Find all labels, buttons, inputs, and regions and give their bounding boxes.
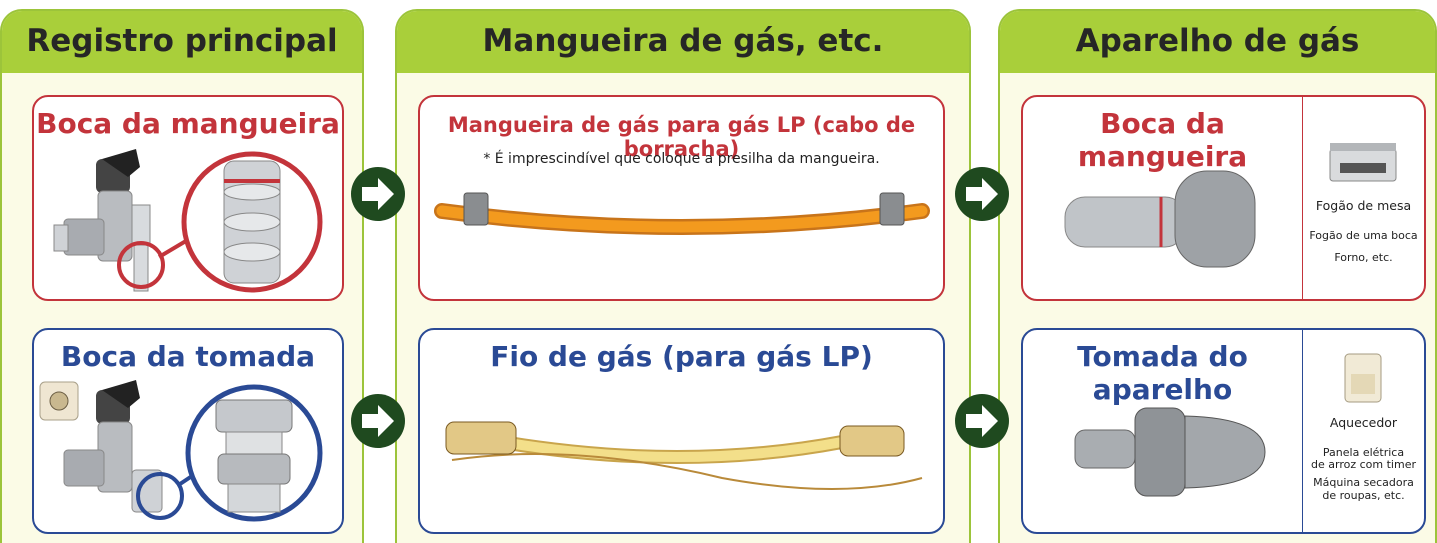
- valve-plug-outlet-image: [39, 380, 323, 522]
- presilha-note: * É imprescindível que coloque a presilh…: [483, 151, 880, 167]
- card-title: Boca da mangueira: [36, 107, 340, 140]
- appliance-plug-image: [1074, 407, 1266, 497]
- card-mangueira-lp: Mangueira de gás para gás LP (cabo de bo…: [418, 95, 945, 301]
- appliance-line: de arroz com timer: [1311, 458, 1416, 471]
- card-fio-de-gas: Fio de gás (para gás LP): [418, 328, 945, 534]
- table-stove-icon: [1329, 143, 1397, 182]
- column-header: Aparelho de gás: [1000, 11, 1435, 73]
- appliance-line: de roupas, etc.: [1322, 489, 1405, 502]
- appliance-main: Aquecedor: [1329, 415, 1398, 430]
- card-tomada-do-aparelho: Tomada do aparelho Aquecedor Panela elét…: [1021, 328, 1426, 534]
- column-header: Registro principal: [2, 11, 362, 73]
- right-arrow-icon: [955, 167, 1009, 221]
- card-title: Boca da mangueira: [1077, 107, 1248, 173]
- column-aparelho-de-gas: Aparelho de gás Boca da mangueira Fogão …: [998, 9, 1437, 543]
- valve-hose-outlet-image: [53, 149, 323, 293]
- heater-icon: [1344, 353, 1382, 403]
- column-registro-principal: Registro principal Boca da mangueira Boc…: [0, 9, 364, 543]
- appliance-line: Fogão de uma boca: [1309, 229, 1418, 242]
- appliance-list-top: Fogão de mesa Fogão de uma boca Forno, e…: [1302, 97, 1424, 299]
- column-header: Mangueira de gás, etc.: [397, 11, 969, 73]
- right-arrow-icon: [351, 394, 405, 448]
- hose-nozzle-image: [1064, 170, 1256, 268]
- appliance-list-bottom: Aquecedor Panela elétrica de arroz com t…: [1302, 330, 1424, 532]
- card-title: Tomada do aparelho: [1077, 340, 1248, 406]
- appliance-line: Panela elétrica: [1322, 446, 1405, 459]
- appliance-line: Forno, etc.: [1334, 251, 1393, 264]
- card-boca-da-mangueira-valve: Boca da mangueira: [32, 95, 344, 301]
- right-arrow-icon: [351, 167, 405, 221]
- card-aparelho-boca-da-mangueira: Boca da mangueira Fogão de mesa Fogão de…: [1021, 95, 1426, 301]
- card-boca-da-tomada-valve: Boca da tomada: [32, 328, 344, 534]
- card-title: Mangueira de gás para gás LP (cabo de bo…: [447, 113, 916, 161]
- card-title: Boca da tomada: [60, 340, 316, 373]
- card-title: Fio de gás (para gás LP): [490, 340, 873, 373]
- right-arrow-icon: [955, 394, 1009, 448]
- column-mangueira-de-gas: Mangueira de gás, etc. Mangueira de gás …: [395, 9, 971, 543]
- appliance-main: Fogão de mesa: [1315, 198, 1412, 213]
- gas-cord-image: [445, 421, 923, 490]
- appliance-line: Máquina secadora: [1313, 476, 1414, 489]
- rubber-hose-image: [434, 192, 930, 235]
